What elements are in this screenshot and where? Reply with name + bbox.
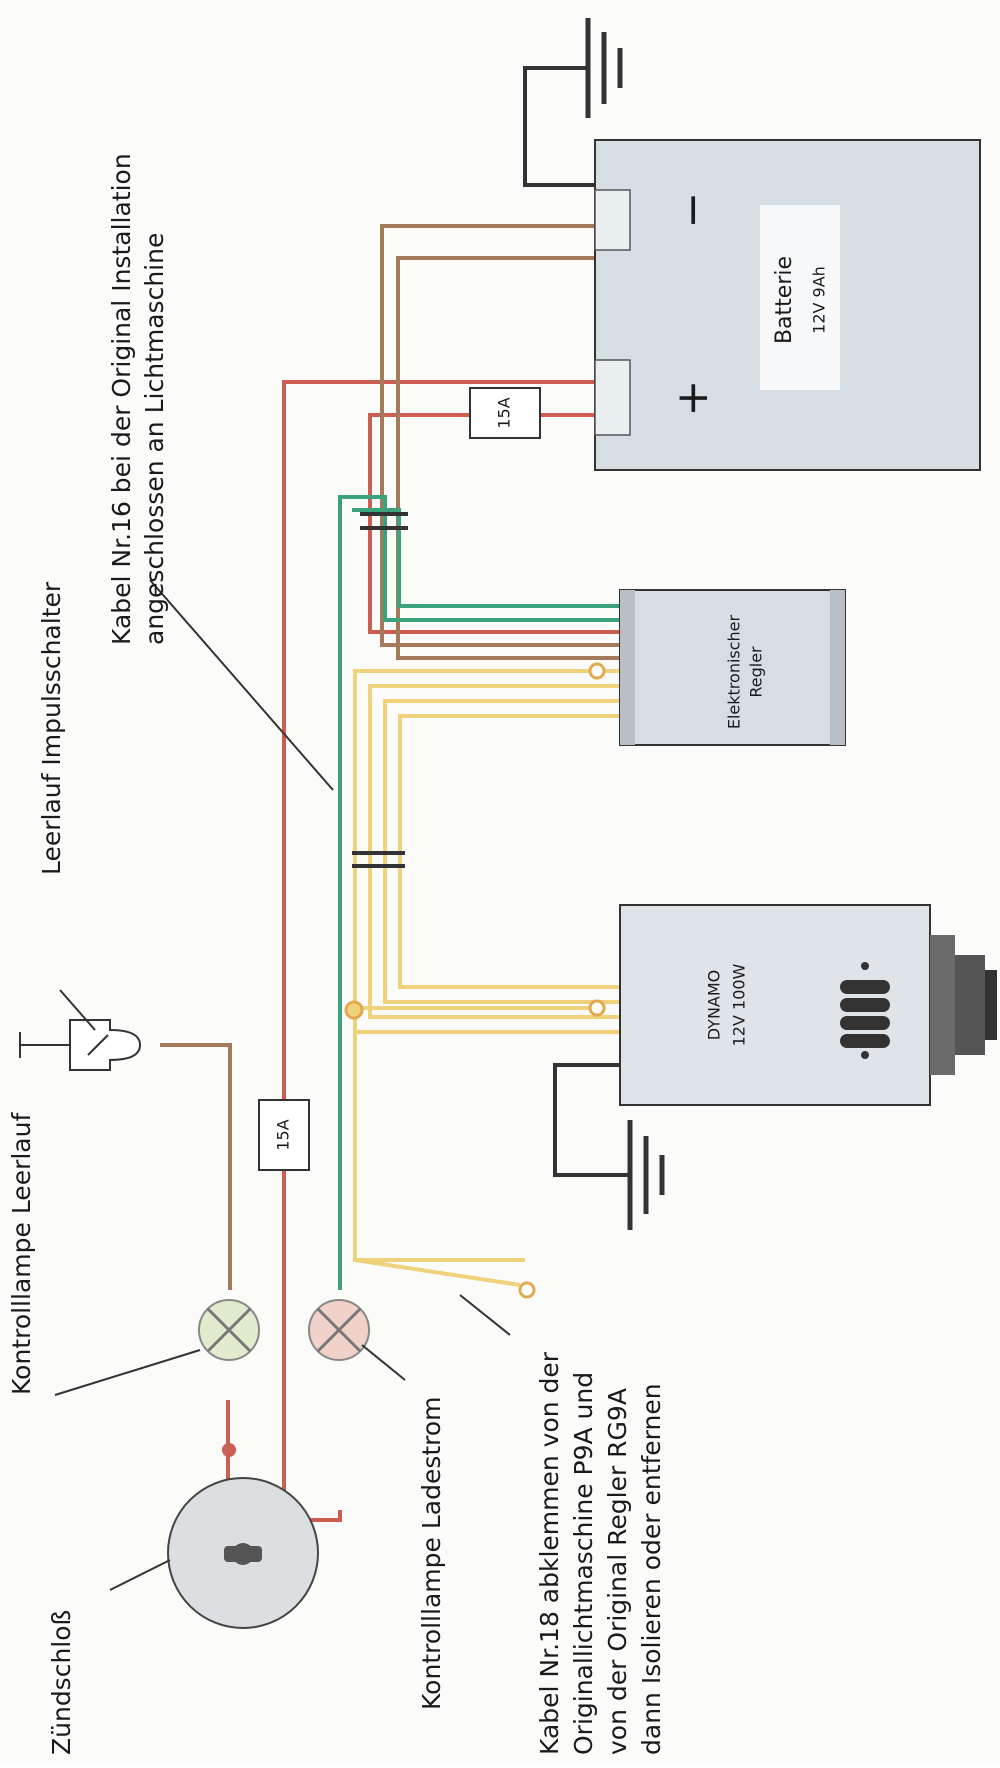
fuse-top: 15A — [469, 387, 555, 439]
battery-minus: − — [667, 192, 718, 229]
dynamo-vents — [840, 962, 890, 1059]
fuse-top-label: 15A — [495, 397, 514, 428]
label-zundschloss: Zündschloß — [47, 1610, 76, 1755]
dynamo-line1: DYNAMO — [705, 970, 724, 1041]
idle-impulse-switch — [19, 1019, 142, 1071]
dynamo: DYNAMO 12V 100W — [619, 904, 997, 1106]
battery-ground — [523, 18, 623, 187]
yellow-wires — [353, 669, 620, 1262]
battery-name: Batterie — [772, 256, 797, 344]
charge-lamp — [308, 1299, 370, 1361]
fuse-bottom-label: 15A — [274, 1119, 293, 1150]
dynamo-ground — [553, 1063, 665, 1230]
yellow-wire-end — [354, 1258, 521, 1287]
brown-wires — [160, 224, 620, 1290]
regulator-line2: Regler — [747, 646, 766, 698]
regulator-line1: Elektronischer — [725, 614, 744, 729]
leader-lines — [54, 579, 511, 1591]
red-junction — [222, 1443, 236, 1457]
dynamo-line2: 12V 100W — [730, 963, 749, 1046]
label-kabel16-line1: Kabel Nr.16 bei der Original Installatio… — [107, 153, 136, 645]
label-kabel16-line2: angeschlossen an Lichtmaschine — [140, 233, 169, 645]
label-leerlauf-impuls: Leerlauf Impulsschalter — [37, 581, 66, 875]
fuse-bottom: 15A — [258, 1099, 310, 1171]
battery-spec: 12V 9Ah — [810, 266, 829, 334]
yellow-connector — [352, 851, 405, 868]
regulator: Elektronischer Regler — [619, 589, 846, 746]
battery: − + Batterie 12V 9Ah — [594, 139, 981, 471]
green-wire — [338, 495, 620, 1290]
label-kabel18-line3: von der Original Regler RG9A — [603, 1388, 632, 1755]
yellow-wire-terminals — [344, 662, 606, 1299]
ignition-switch — [167, 1477, 319, 1629]
label-kabel18-line2: Originallichtmaschine P9A und — [569, 1372, 598, 1755]
battery-plus: + — [667, 380, 718, 417]
label-kontroll-ladestrom: Kontrolllampe Ladestrom — [417, 1396, 446, 1710]
idle-lamp — [198, 1299, 260, 1361]
label-kontroll-leerlauf: Kontrolllampe Leerlauf — [7, 1112, 36, 1395]
top-connector — [360, 512, 408, 530]
label-kabel18-line1: Kabel Nr.18 abklemmen von der — [535, 1351, 564, 1755]
label-kabel18-line4: dann Isolieren oder entfernen — [637, 1383, 666, 1755]
